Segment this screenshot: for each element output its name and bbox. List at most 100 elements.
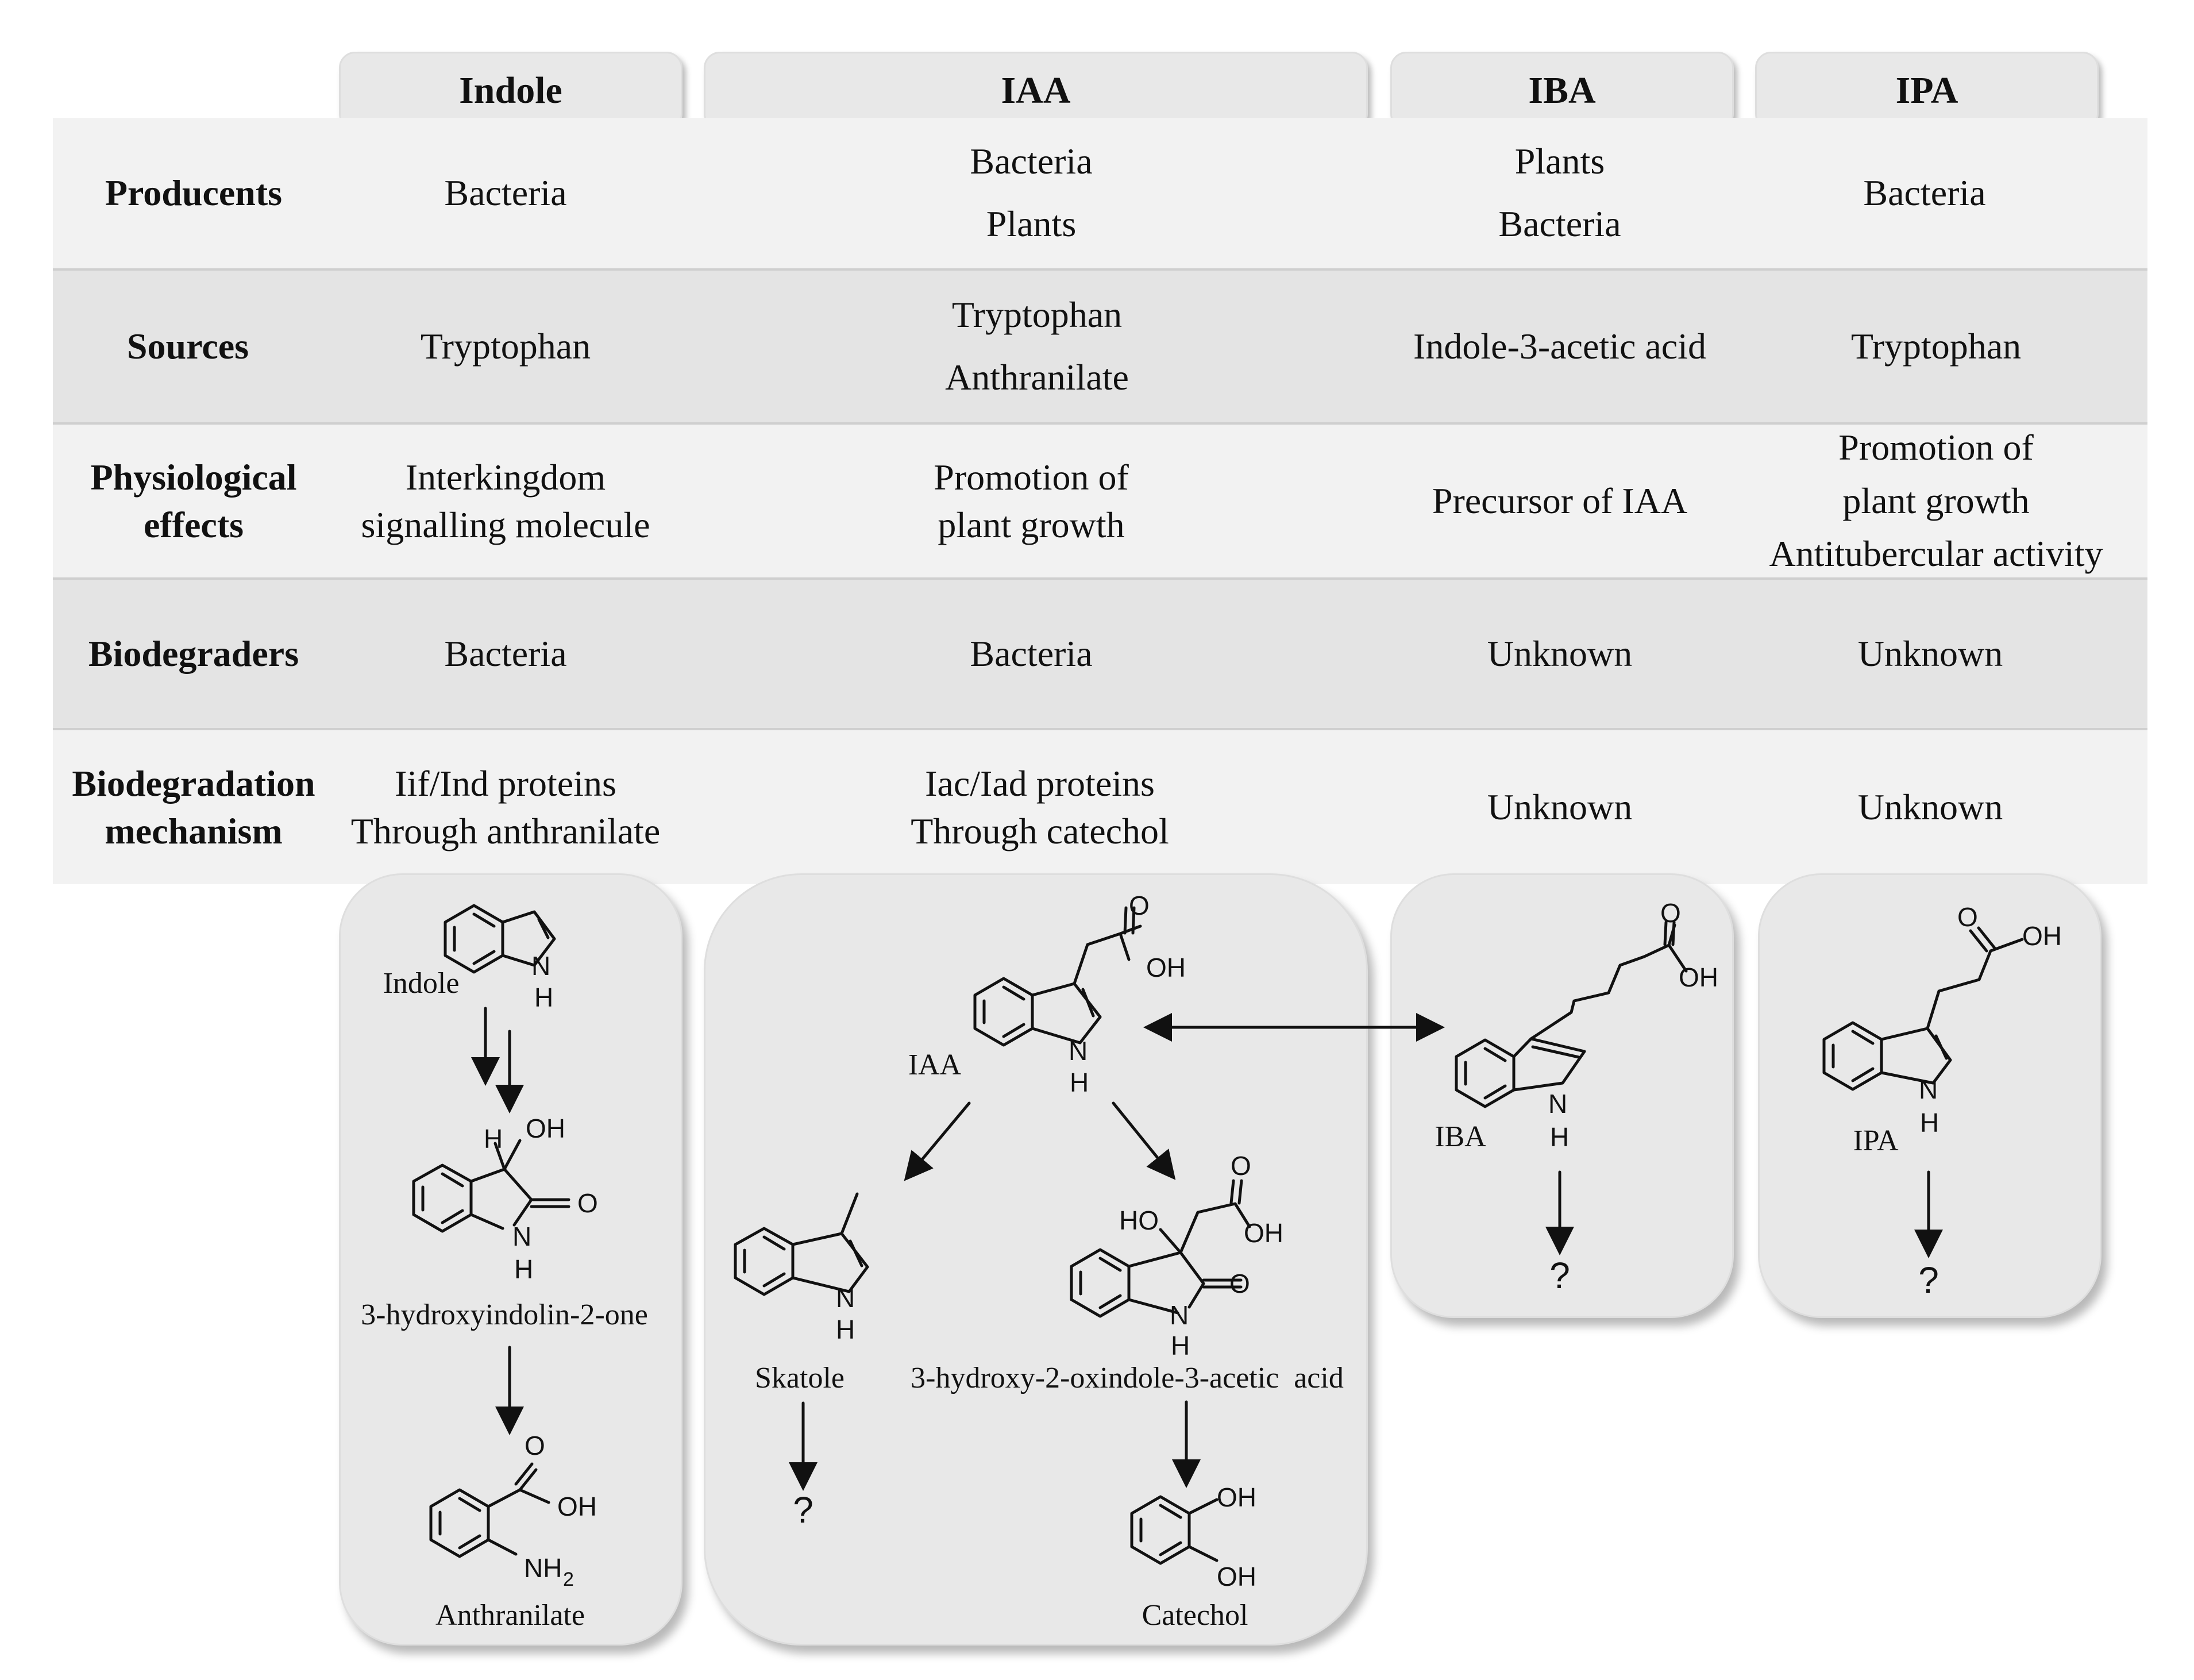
atom-label: HO	[1119, 1205, 1159, 1235]
atom-label: OH	[1244, 1218, 1283, 1248]
compound-label-anthranilate: Anthranilate	[435, 1599, 585, 1632]
cell-producents-indole: Bacteria	[333, 118, 678, 268]
atom-label: H	[1550, 1122, 1569, 1152]
table-row-biodegradation-mechanism	[53, 730, 2147, 884]
atom-label: H	[1920, 1108, 1939, 1138]
cell-line: Unknown	[1857, 633, 2003, 675]
atom-label: N	[531, 951, 550, 981]
atom-label: N	[1069, 1036, 1088, 1066]
cell-line: Bacteria	[970, 141, 1093, 182]
compound-label-catechol: Catechol	[1142, 1599, 1248, 1632]
compound-label-oxindole-acetic-acid: 3-hydroxy-2-oxindole-3-acetic acid	[911, 1362, 1344, 1394]
cell-line: plant growth	[938, 504, 1125, 545]
atom-label: H	[514, 1254, 533, 1284]
compound-label-hydroxyindolinone: 3-hydroxyindolin-2-one	[361, 1298, 648, 1331]
row-header-producents: Producents	[53, 118, 334, 268]
cell-sources-indole: Tryptophan	[333, 271, 678, 422]
cell-line: Tryptophan	[420, 326, 591, 367]
row-header-line: Biodegradation	[72, 762, 315, 804]
cell-line: Unknown	[1487, 633, 1633, 675]
cell-line: Precursor of IAA	[1432, 480, 1688, 522]
atom-label: N	[1170, 1300, 1189, 1330]
cell-producents-ipa: Bacteria	[1749, 118, 2100, 268]
cell-sources-iba: Indole-3-acetic acid	[1382, 271, 1738, 422]
cell-line: Tryptophan	[1850, 326, 2022, 367]
atom-label: N	[836, 1283, 855, 1313]
cell-line: Plants	[1514, 141, 1605, 182]
cell-biodegraders-ipa: Unknown	[1749, 580, 2111, 728]
iaa-structure	[973, 906, 1142, 1047]
cell-mechanism-iba: Unknown	[1382, 730, 1738, 884]
atom-label: OH	[1217, 1562, 1256, 1592]
panel-indole-pathway	[339, 873, 683, 1646]
cell-line: Anthranilate	[945, 357, 1129, 398]
cell-line: Unknown	[1857, 787, 2003, 828]
cell-line: Antitubercular activity	[1769, 533, 2103, 575]
cell-line: Promotion of	[1838, 426, 2034, 468]
column-header-iba: IBA	[1390, 52, 1734, 130]
column-header-ipa-label: IPA	[1895, 70, 1958, 111]
ipa-structure	[1822, 926, 2024, 1091]
column-header-indole-label: Indole	[459, 70, 562, 111]
row-header-line: Physiological	[90, 456, 297, 498]
cell-line: Bacteria	[1498, 203, 1621, 244]
atom-label: N	[1919, 1074, 1938, 1104]
row-header-line: mechanism	[105, 811, 283, 851]
cell-effects-iba: Precursor of IAA	[1382, 425, 1738, 577]
atom-label: O	[1660, 898, 1681, 928]
table-row-sources	[53, 271, 2147, 425]
atom-label: OH	[526, 1113, 565, 1143]
atom-label: H	[1070, 1068, 1089, 1097]
hydroxyindolinone-structure	[412, 1139, 570, 1233]
atom-label: O	[1129, 891, 1150, 920]
anthranilate-structure	[429, 1462, 550, 1558]
unknown-product-iba: ?	[1549, 1255, 1570, 1296]
cell-line: Plants	[986, 203, 1077, 244]
atom-label: H	[1171, 1331, 1190, 1361]
atom-label: O	[577, 1188, 598, 1218]
cell-line: Unknown	[1487, 787, 1633, 828]
atom-label: OH	[1146, 953, 1186, 982]
catechol-structure	[1130, 1495, 1219, 1565]
atom-label: H	[484, 1124, 503, 1154]
atom-label: N	[512, 1222, 531, 1251]
cell-line: Tryptophan	[951, 294, 1123, 336]
row-header-line: Biodegraders	[88, 633, 299, 675]
compound-label-ipa: IPA	[1853, 1124, 1898, 1157]
arrow-iaa-to-oxindole	[1112, 1101, 1176, 1180]
cell-line: Interkingdom	[405, 456, 606, 498]
table-row-producents	[53, 118, 2147, 271]
cell-biodegraders-iaa: Bacteria	[689, 580, 1373, 728]
atom-label: OH	[1217, 1482, 1256, 1512]
cell-line: Indole-3-acetic acid	[1413, 326, 1706, 367]
column-header-iba-label: IBA	[1528, 70, 1596, 111]
indole-structure	[444, 904, 556, 974]
atom-label: H	[836, 1315, 855, 1344]
cell-line: Through catechol	[911, 811, 1169, 851]
cell-line: plant growth	[1842, 480, 2030, 521]
column-header-indole: Indole	[339, 52, 683, 130]
atom-label: NH	[524, 1553, 562, 1583]
row-header-line: Producents	[105, 172, 283, 214]
compound-label-iba: IBA	[1435, 1120, 1486, 1153]
cell-biodegraders-indole: Bacteria	[333, 580, 678, 728]
cell-line: Iac/Iad proteins	[925, 762, 1155, 804]
cell-line: Through anthranilate	[350, 811, 661, 851]
row-header-line: Sources	[126, 326, 249, 367]
skatole-structure	[734, 1192, 869, 1296]
atom-label: OH	[557, 1492, 597, 1521]
cell-mechanism-ipa: Unknown	[1749, 730, 2111, 884]
atom-label: N	[1548, 1089, 1567, 1119]
cell-line: Bacteria	[444, 633, 567, 675]
row-header-biodegraders: Biodegraders	[53, 580, 334, 728]
atom-label: OH	[1679, 962, 1718, 992]
table-row-biodegraders	[53, 580, 2147, 730]
atom-label: OH	[2022, 921, 2062, 951]
